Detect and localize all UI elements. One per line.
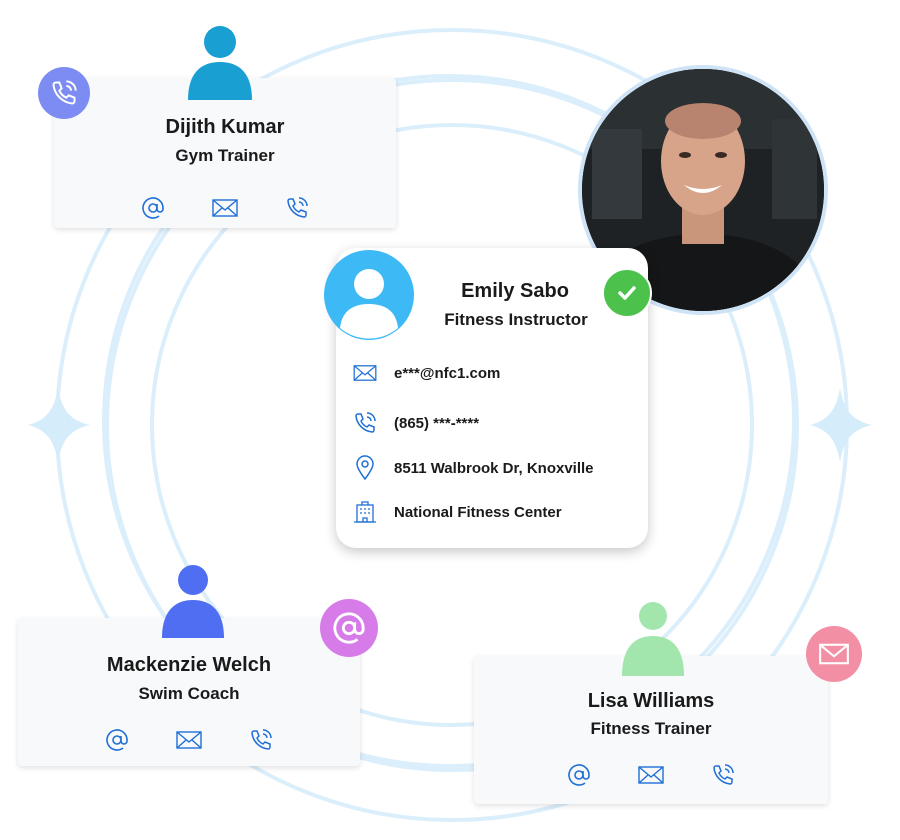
contact-card-mackenzie[interactable]: Mackenzie Welch Swim Coach bbox=[18, 618, 360, 766]
contact-card-dijith[interactable]: Dijith Kumar Gym Trainer bbox=[54, 78, 396, 228]
workplace-value: National Fitness Center bbox=[394, 503, 562, 521]
check-icon bbox=[618, 286, 636, 300]
envelope-icon[interactable] bbox=[176, 728, 202, 752]
building-icon bbox=[352, 500, 378, 524]
location-pin-icon bbox=[352, 455, 378, 481]
phone-row[interactable]: (865) ***-**** bbox=[352, 410, 638, 436]
contact-name: Lisa Williams bbox=[587, 690, 715, 712]
phone-icon bbox=[352, 411, 378, 435]
avatar-mackenzie bbox=[162, 565, 224, 638]
at-icon[interactable] bbox=[104, 728, 130, 752]
contact-role: Fitness Trainer bbox=[590, 719, 712, 738]
avatar-emily bbox=[324, 250, 414, 340]
at-icon[interactable] bbox=[140, 196, 166, 220]
envelope-icon bbox=[352, 361, 378, 385]
profile-name: Emily Sabo bbox=[461, 280, 569, 302]
email-row[interactable]: e***@nfc1.com bbox=[352, 360, 638, 386]
phone-icon[interactable] bbox=[710, 763, 736, 787]
envelope-icon[interactable] bbox=[638, 763, 664, 787]
contact-card-lisa[interactable]: Lisa Williams Fitness Trainer bbox=[474, 656, 828, 804]
contact-actions bbox=[474, 763, 828, 787]
phone-badge bbox=[38, 67, 90, 119]
contact-actions bbox=[54, 196, 396, 220]
envelope-icon[interactable] bbox=[212, 196, 238, 220]
avatar-lisa bbox=[622, 602, 684, 676]
contact-role: Gym Trainer bbox=[175, 146, 275, 165]
phone-icon[interactable] bbox=[284, 196, 310, 220]
avatar-dijith bbox=[188, 26, 252, 100]
verified-badge bbox=[602, 268, 652, 318]
contact-name: Mackenzie Welch bbox=[106, 654, 272, 676]
phone-icon bbox=[52, 80, 77, 105]
profile-card[interactable]: Emily Sabo Fitness Instructor e***@nfc1.… bbox=[336, 248, 648, 548]
at-icon[interactable] bbox=[566, 763, 592, 787]
contact-name: Dijith Kumar bbox=[165, 116, 285, 138]
contact-role: Swim Coach bbox=[138, 684, 240, 703]
mail-badge bbox=[806, 626, 862, 682]
sparkle-left bbox=[28, 388, 90, 462]
address-value: 8511 Walbrook Dr, Knoxville bbox=[394, 459, 594, 477]
workplace-row[interactable]: National Fitness Center bbox=[352, 499, 638, 525]
at-badge bbox=[320, 599, 378, 657]
at-icon bbox=[333, 612, 365, 644]
contact-actions bbox=[18, 728, 360, 752]
address-row[interactable]: 8511 Walbrook Dr, Knoxville bbox=[352, 455, 638, 481]
sparkle-right bbox=[810, 388, 872, 462]
email-value: e***@nfc1.com bbox=[394, 364, 501, 382]
phone-icon[interactable] bbox=[248, 728, 274, 752]
envelope-icon bbox=[819, 643, 849, 665]
phone-value: (865) ***-**** bbox=[394, 414, 480, 432]
profile-role: Fitness Instructor bbox=[444, 310, 588, 329]
